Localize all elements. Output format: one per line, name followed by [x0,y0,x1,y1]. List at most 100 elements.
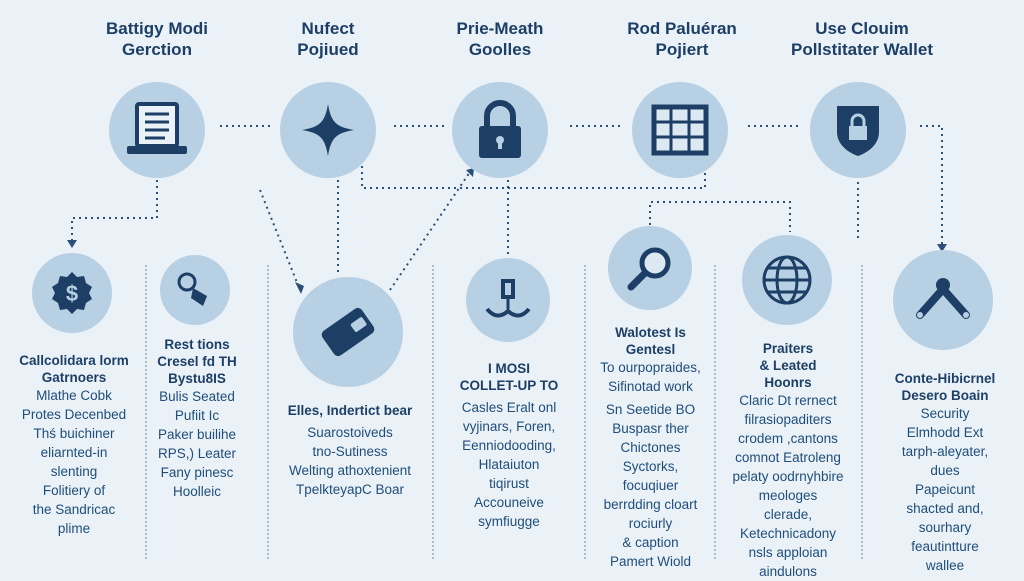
col-line: Buspasr ther [612,421,689,436]
col-line: Folitiery of [42,483,106,498]
col-title: & Leated [759,358,817,373]
col-line: symfiugge [478,514,540,529]
col-line: clerade, [763,507,813,522]
col-line: slenting [50,464,98,479]
col-7-text: Conte-Hibicrnel Desero Boain Security El… [870,370,1020,575]
col-6-text: Praiters & Leated Hoonrs Claric Dt rerne… [718,340,858,581]
col-title: Walotest Is [615,325,686,340]
col-line: eliarnted-in [40,445,108,460]
wrench-tools-icon [916,278,970,319]
magnifier-icon [627,247,671,291]
col-title: Gatrnoers [41,370,107,385]
col-line: filrasiopaditers [744,412,832,427]
step-4-circle [632,82,728,178]
col-line: To ourpopraides, [600,360,701,375]
col-line: Accouneive [474,495,544,510]
laptop-icon [127,102,187,154]
step-3-circle [452,82,548,178]
col-title: Hoonrs [764,375,812,390]
col-title: Gentesl [625,342,676,357]
col-line: Welting athoxtenient [288,463,412,478]
col-line: Pamert Wiold [609,554,692,569]
col-line: Suarostoiveds [307,425,393,440]
col-title: Callcolidara lorm [19,353,129,368]
col-title: I MOSI [487,361,530,376]
title-line: Pojiert [655,40,709,59]
col-line: feautintture [911,539,979,554]
tag-key-icon [177,272,207,306]
step-1-circle [109,82,205,178]
shield-lock-icon [837,106,879,156]
col-line: Sn Seetide BO [605,402,696,417]
col-4-circle [466,258,550,342]
col-title: Cresel fd TH [157,354,237,369]
title-line: Nufect [301,19,355,38]
svg-text:$: $ [66,281,78,306]
title-line: Prie-Meath [456,19,544,38]
title-line: Goolles [468,40,532,59]
col-line: Hlataiuton [478,457,540,472]
col-title: Desero Boain [901,388,989,403]
col-line: comnot Eatroleng [735,450,841,465]
col-line: tiqirust [489,476,529,491]
col-2-circle [160,255,230,325]
col-1-circle: $ [32,253,112,333]
col-line: plime [57,521,91,536]
col-line: rociurly [628,516,673,531]
col-2-text: Rest tions Cresel fd TH Bystu8IS Bulis S… [137,336,257,501]
col-3-text: Elles, Indertict bear Suarostoiveds tno-… [265,402,435,499]
col-line: Security [920,406,970,421]
col-line: Elmhodd Ext [906,425,984,440]
col-line: Syctorks, [622,459,679,474]
col-title: Bystu8IS [168,371,226,386]
col-line: Pufiit Ic [174,408,220,423]
col-title: Elles, Indertict bear [287,403,413,418]
col-4-text: I MOSI COLLET-UP TO Casles Eralt onl vyj… [434,360,584,531]
col-line: Ketechnicadony [739,526,837,541]
title-line: Gerction [122,40,192,59]
col-7-circle [893,250,993,350]
balance-handshake-icon [485,279,531,318]
col-line: tarph-aleyater, [901,444,989,459]
title-line: Rod Paluéran [627,19,737,38]
col-6-circle [742,235,832,325]
col-line: Casles Eralt onl [461,400,557,415]
padlock-icon [479,100,521,158]
title-line: Use Clouim [815,19,909,38]
col-line: Eenniodooding, [462,438,556,453]
step-2-circle [280,82,376,178]
title-line: Battigy Modi [106,19,208,38]
wallet-card-icon [321,307,375,357]
col-line: wallee [925,558,965,573]
col-line: Paker builihe [157,427,237,442]
col-line: sourhary [918,520,972,535]
col-line: TpelkteyapC Boar [295,482,405,497]
col-title: Praiters [762,341,814,356]
col-line: tno-Sutiness [312,444,388,459]
globe-icon [762,255,812,305]
col-title: COLLET-UP TO [459,378,559,393]
col-line: Bulis Seated [159,389,235,404]
col-line: RPS,) Leater [157,446,237,461]
col-line: Thś buichiner [33,426,115,441]
col-line: Chictones [620,440,681,455]
col-title: Rest tions [164,337,230,352]
col-line: aindulons [759,564,817,579]
col-3-circle [293,277,403,387]
dollar-badge-icon: $ [52,272,92,314]
col-line: Protes Decenbed [21,407,127,422]
col-title: Conte-Hibicrnel [894,371,996,386]
title-line: Pollstitater Wallet [790,40,933,59]
col-line: Hoolleic [172,484,222,499]
col-line: vyjinars, Foren, [462,419,556,434]
col-5-circle [608,226,692,310]
grid-table-icon [651,104,709,156]
col-1-text: Callcolidara lorm Gatrnoers Mlathe Cobk … [0,352,149,538]
col-line: meologes [758,488,818,503]
